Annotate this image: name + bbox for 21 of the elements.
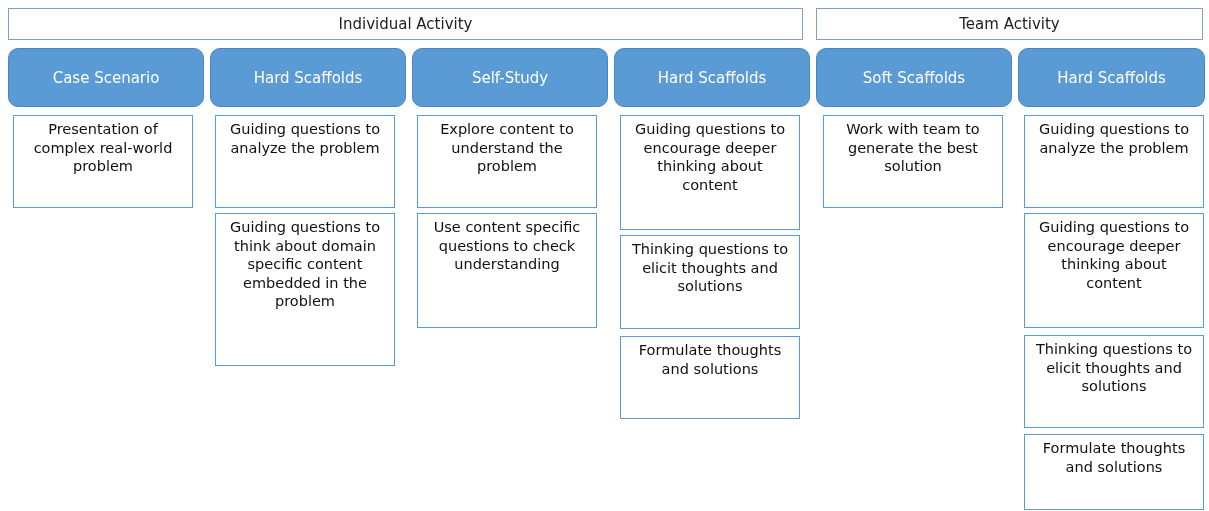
content-box: Guiding questions to analyze the problem (1024, 115, 1204, 208)
content-box: Guiding questions to analyze the problem (215, 115, 395, 208)
group-band: Individual Activity (8, 8, 803, 40)
content-box: Guiding questions to encourage deeper thinking about content (1024, 213, 1204, 328)
column-header: Self-Study (412, 48, 608, 107)
group-band: Team Activity (816, 8, 1203, 40)
content-box: Presentation of complex real-world problem (13, 115, 193, 208)
content-box: Formulate thoughts and solutions (620, 336, 800, 419)
column-header: Hard Scaffolds (614, 48, 810, 107)
column-header: Soft Scaffolds (816, 48, 1012, 107)
content-box: Explore content to understand the problem (417, 115, 597, 208)
content-box: Guiding questions to think about domain specific content embedded in the problem (215, 213, 395, 366)
content-box: Thinking questions to elicit thoughts and solutions (1024, 335, 1204, 428)
content-box: Use content specific questions to check understanding (417, 213, 597, 328)
content-box: Formulate thoughts and solutions (1024, 434, 1204, 510)
column-header: Case Scenario (8, 48, 204, 107)
content-box: Work with team to generate the best solution (823, 115, 1003, 208)
content-box: Thinking questions to elicit thoughts and solutions (620, 235, 800, 329)
column-header: Hard Scaffolds (1018, 48, 1205, 107)
column-header: Hard Scaffolds (210, 48, 406, 107)
content-box: Guiding questions to encourage deeper thinking about content (620, 115, 800, 230)
